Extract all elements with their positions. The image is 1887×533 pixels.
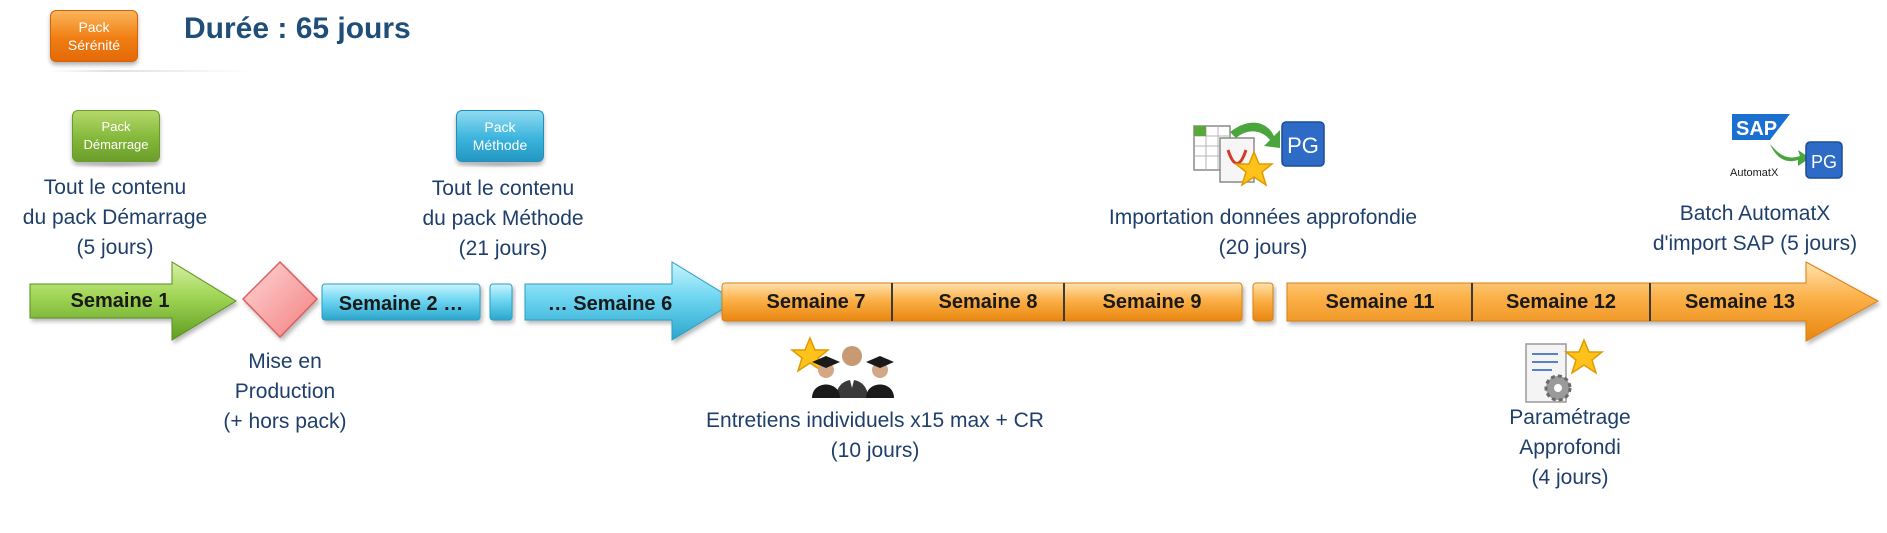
- star-icon: [1233, 150, 1275, 187]
- label-line: Mise en: [248, 350, 322, 373]
- semaine-11-13-arrow: [1286, 261, 1880, 342]
- semaine-9-label: Semaine 9: [1103, 291, 1202, 313]
- badge-shadow: [68, 162, 164, 168]
- pg-icon: [1805, 141, 1843, 179]
- label-line: du pack Méthode: [422, 207, 584, 230]
- label-importation: Importation données approfondie (20 jour…: [1083, 203, 1443, 263]
- badge-line: Pack: [484, 119, 516, 135]
- badge-line: Pack: [101, 119, 131, 134]
- badge-line: Démarrage: [83, 137, 149, 152]
- label-line: d'import SAP (5 jours): [1652, 232, 1858, 255]
- label-line: Entretiens individuels x15 max + CR: [706, 409, 1044, 432]
- label-parametrage: Paramétrage Approfondi (4 jours): [1470, 403, 1670, 493]
- semaine-6-label: … Semaine 6: [548, 293, 673, 315]
- label-production: Mise en Production (+ hors pack): [200, 347, 370, 437]
- label-line: Batch AutomatX: [1679, 202, 1831, 225]
- semaine-2-bar: [321, 283, 481, 321]
- milestone-diamond: [241, 260, 319, 339]
- arrow-icon: [1770, 144, 1810, 166]
- graduate-icon-left: [812, 356, 840, 398]
- arrow-icon: [1230, 122, 1280, 148]
- automatx-text: AutomatX: [1730, 167, 1779, 179]
- semaine-7-label: Semaine 7: [767, 291, 866, 313]
- person-icon: [836, 346, 868, 398]
- label-line: Approfondi: [1519, 436, 1621, 459]
- settings-document-icon: [1525, 338, 1605, 403]
- semaine-1-label: Semaine 1: [71, 290, 170, 312]
- gear-hole: [1554, 384, 1562, 392]
- label-demarrage: Tout le contenu du pack Démarrage (5 jou…: [10, 173, 220, 263]
- label-line: du pack Démarrage: [22, 206, 208, 229]
- people-star-icon: [790, 336, 894, 398]
- star-icon: [1563, 338, 1605, 375]
- sap-logo: [1732, 114, 1790, 140]
- label-line: (20 jours): [1218, 236, 1308, 259]
- graduate-icon-right: [866, 356, 894, 398]
- pg-text: PG: [1811, 152, 1837, 172]
- sap-automatx-icon: SAP AutomatX PG: [1730, 114, 1843, 179]
- pg-text: PG: [1287, 133, 1319, 158]
- label-line: (10 jours): [830, 439, 920, 462]
- label-line: Paramétrage: [1509, 406, 1631, 429]
- semaine-1-arrow: [29, 261, 237, 341]
- label-line: (+ hors pack): [223, 410, 347, 433]
- label-entretiens: Entretiens individuels x15 max + CR (10 …: [680, 406, 1070, 466]
- gap-block-orange: [1252, 282, 1274, 322]
- pg-icon: [1281, 121, 1325, 167]
- page-title: Durée : 65 jours: [184, 12, 411, 45]
- label-batch: Batch AutomatX d'import SAP (5 jours): [1630, 199, 1880, 259]
- label-line: Tout le contenu: [431, 177, 575, 200]
- label-line: Importation données approfondie: [1108, 206, 1418, 229]
- sap-logo-text: SAP: [1736, 118, 1777, 140]
- badge-line: Pack: [78, 19, 110, 35]
- badge-line: Méthode: [472, 137, 528, 153]
- label-methode: Tout le contenu du pack Méthode (21 jour…: [398, 174, 608, 264]
- semaine-7-9-bar: [721, 282, 1243, 322]
- semaine-11-label: Semaine 11: [1326, 291, 1435, 313]
- label-line: Production: [234, 380, 336, 403]
- document-lines: [1532, 353, 1558, 371]
- semaine-13-label: Semaine 13: [1685, 291, 1795, 313]
- badge-line: Sérénité: [67, 37, 121, 53]
- semaine-6-arrow: [524, 261, 737, 341]
- label-line: (21 jours): [458, 237, 548, 260]
- header-divider: [48, 70, 253, 72]
- badge-shadow: [452, 162, 548, 168]
- data-import-icon: PG: [1193, 121, 1325, 187]
- semaine-12-label: Semaine 12: [1506, 291, 1616, 313]
- label-line: (4 jours): [1531, 466, 1609, 489]
- spreadsheet-header: [1194, 126, 1206, 136]
- gap-block-blue: [489, 283, 513, 321]
- semaine-8-label: Semaine 8: [939, 291, 1038, 313]
- label-line: (5 jours): [76, 236, 154, 259]
- semaine-2-label: Semaine 2 …: [339, 293, 464, 315]
- label-line: Tout le contenu: [43, 176, 187, 199]
